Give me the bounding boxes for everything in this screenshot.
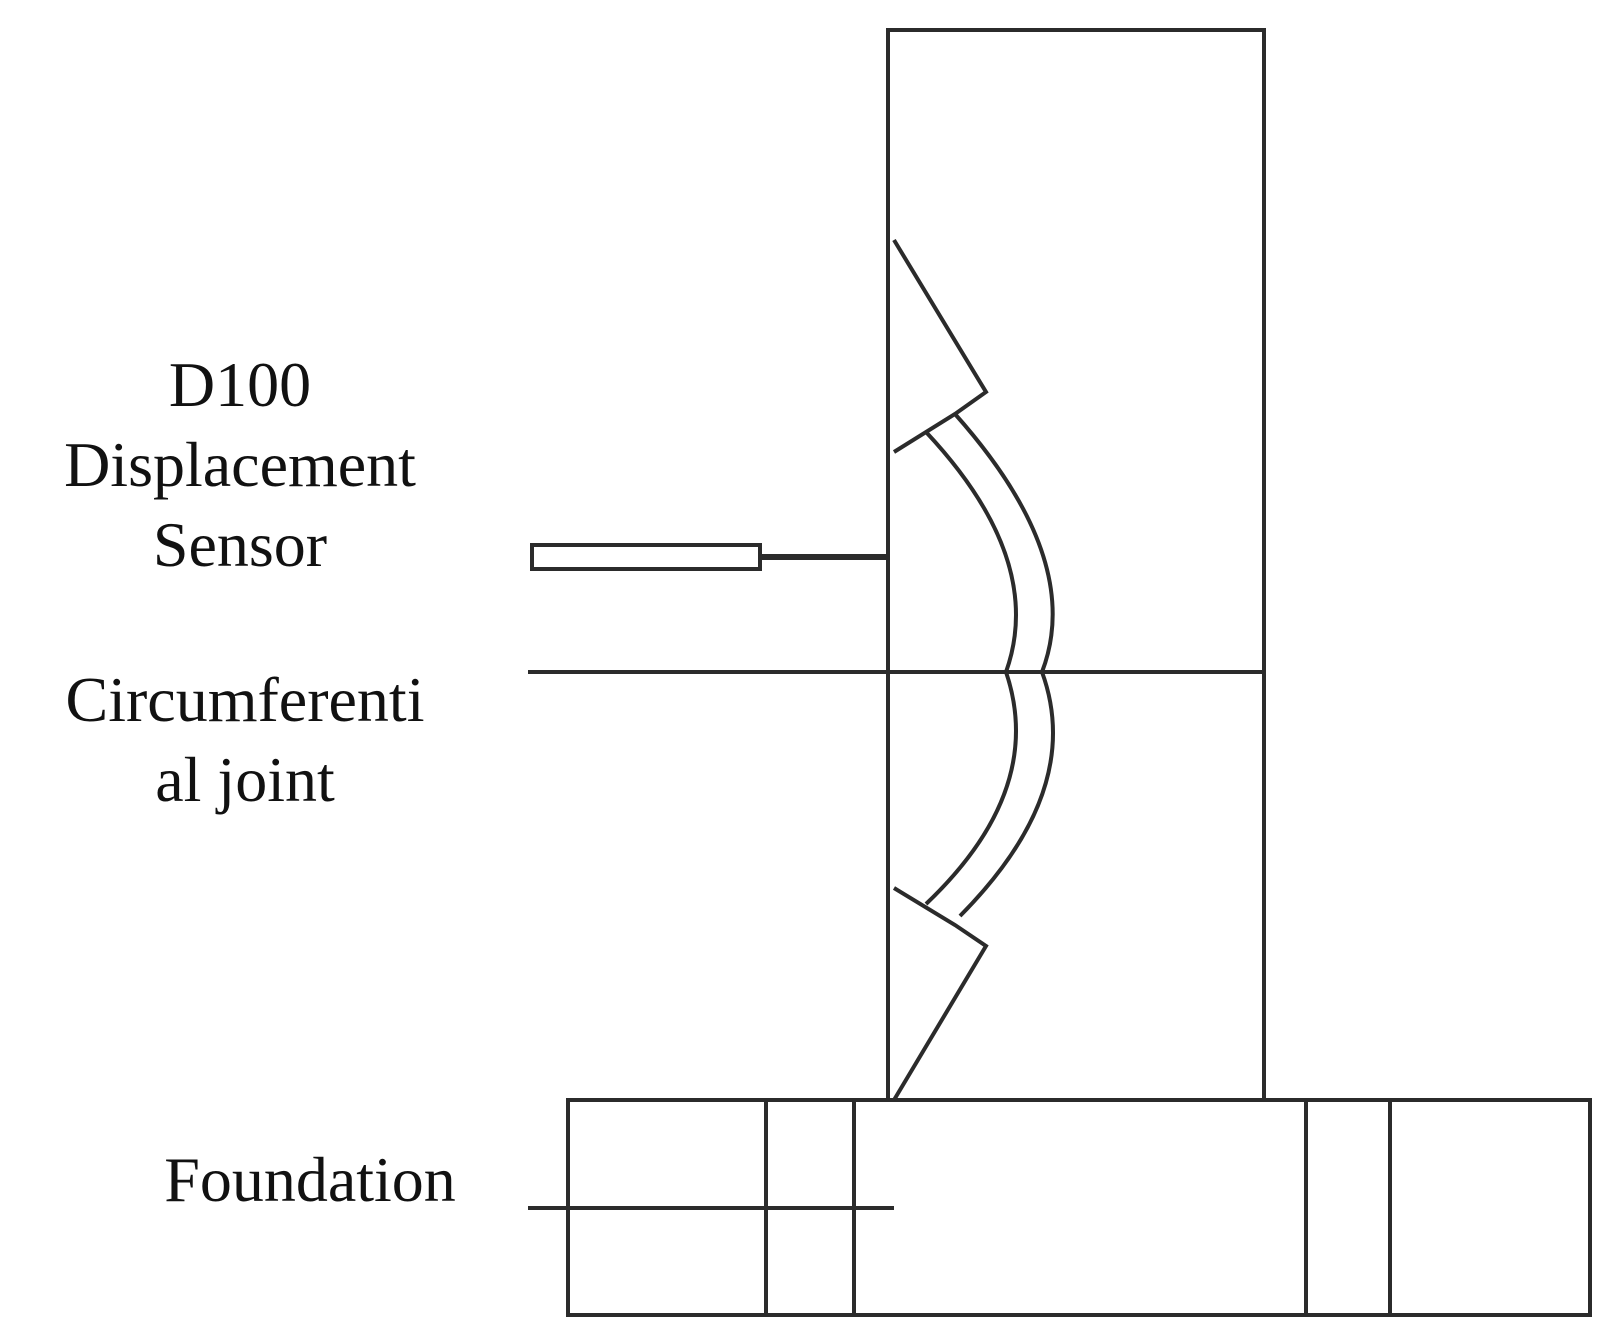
displacement-sensor-label: D100 Displacement Sensor (20, 345, 460, 585)
sensor-label-line-1: D100 (168, 349, 312, 420)
arc-strip-inner (924, 430, 1018, 906)
upper-wedge (892, 238, 989, 454)
sensor-label-line-3: Sensor (152, 509, 328, 580)
column-outline (886, 28, 1266, 1102)
joint-label-line-1: Circumferenti (65, 664, 425, 735)
lower-wedge (892, 886, 989, 1102)
sensor-label-line-2: Displacement (64, 429, 416, 500)
circumferential-joint-label: Circumferenti al joint (20, 660, 470, 820)
arc-strip-outer (953, 412, 1055, 918)
displacement-sensor-body (530, 543, 762, 571)
foundation-label: Foundation (164, 1144, 456, 1215)
joint-label-line-2: al joint (155, 744, 335, 815)
